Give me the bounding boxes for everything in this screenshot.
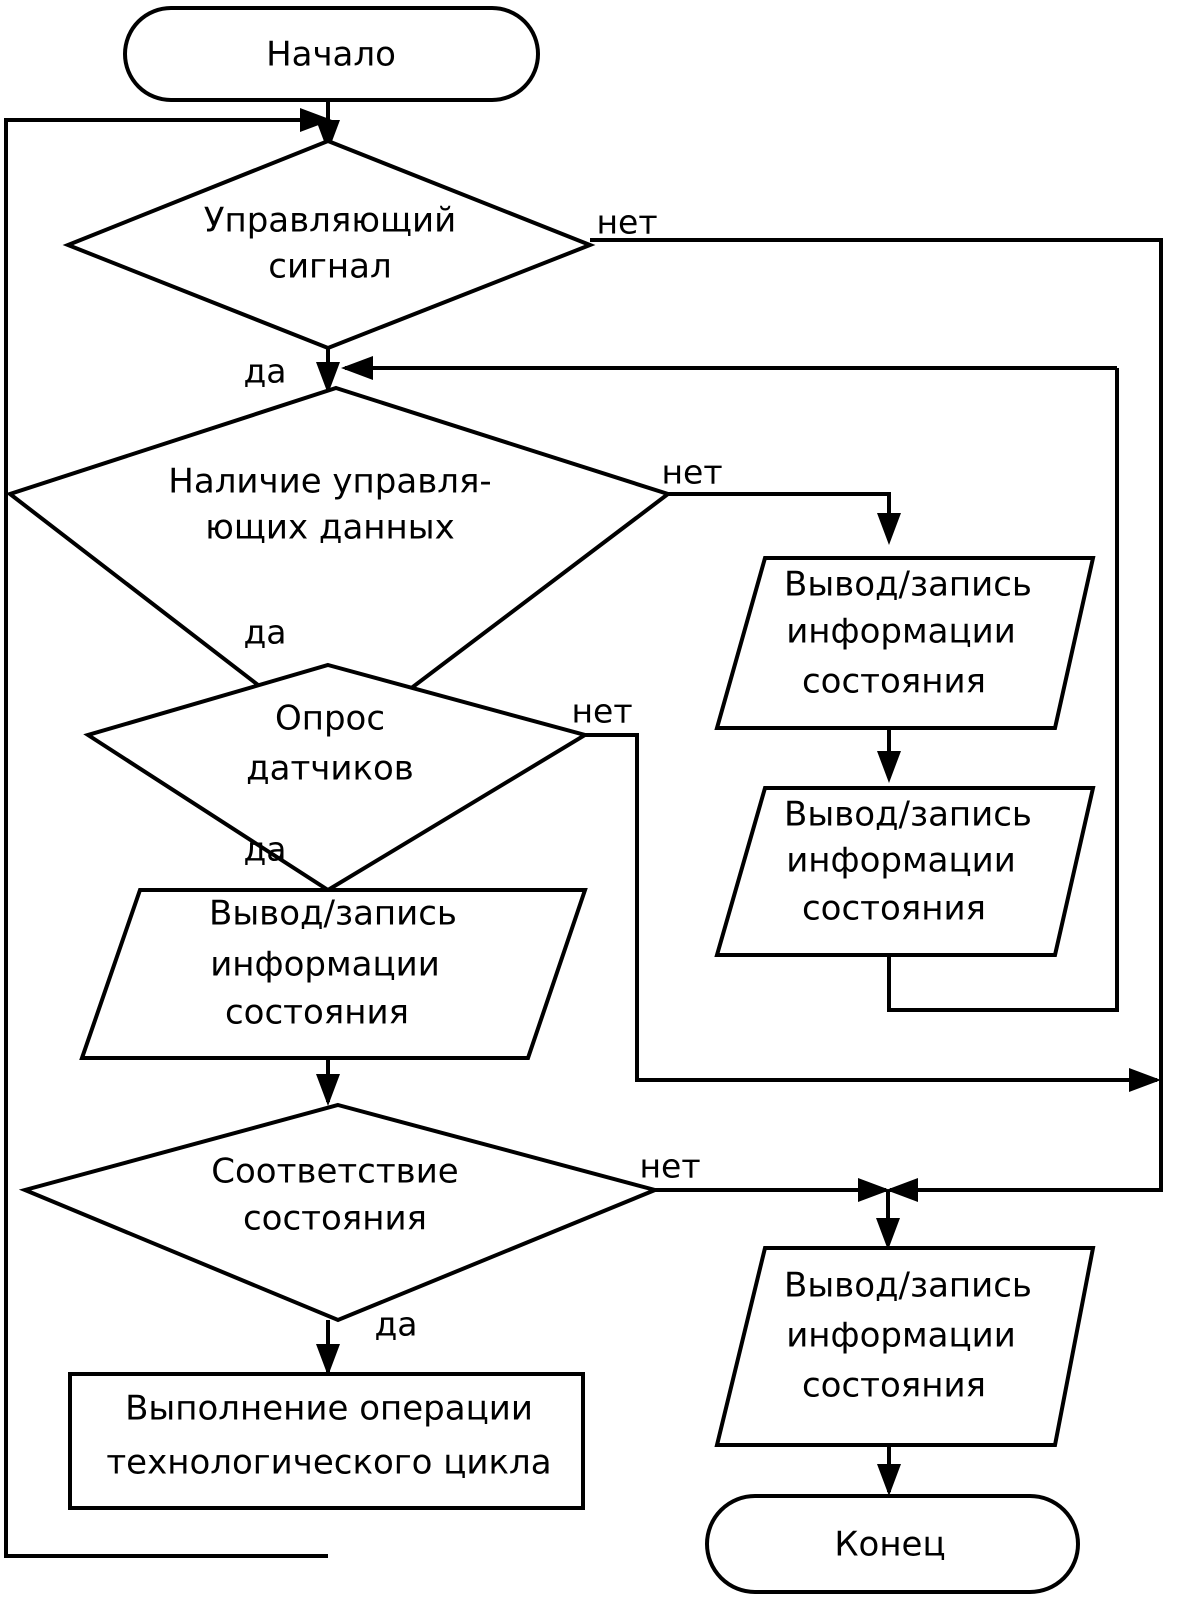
node-process-cycle[interactable]: Выполнение операции технологического цик… <box>68 1372 585 1510</box>
process-cycle-label-line1: Выполнение операции <box>125 1389 533 1429</box>
node-start[interactable]: Начало <box>123 6 540 102</box>
node-io-right-bottom[interactable]: Вывод/запись информации состояния <box>714 1246 1096 1447</box>
io-right-bottom-label-line1: Вывод/запись <box>784 1266 1032 1306</box>
control-data-label-line2: ющих данных <box>205 508 454 548</box>
node-io-right-mid[interactable]: Вывод/запись информации состояния <box>714 786 1096 957</box>
arrowhead-io-left-to-state-match <box>316 1074 340 1106</box>
io-right-top-parallelogram-shape <box>714 556 1096 730</box>
io-right-mid-label-line3: состояния <box>802 889 986 929</box>
arrowhead-junction-to-io-right-bottom <box>876 1218 900 1250</box>
edge-poll-sensors-no <box>585 733 1157 1082</box>
edge-label-control-signal-yes: да <box>243 352 286 391</box>
arrowhead-io-right-top-to-mid <box>877 751 901 783</box>
edge-io-right-mid-loop <box>887 368 1119 1012</box>
io-right-bottom-parallelogram-shape <box>714 1246 1096 1447</box>
arrowhead-loop-back <box>300 108 332 132</box>
arrowhead-io-right-bottom-to-end <box>877 1464 901 1496</box>
node-io-right-top[interactable]: Вывод/запись информации состояния <box>714 556 1096 730</box>
arrowhead-poll-sensors-no <box>1129 1068 1161 1092</box>
arrowhead-start-to-control-signal <box>316 120 340 152</box>
edge-label-state-match-no: нет <box>639 1147 700 1186</box>
io-right-top-label-line1: Вывод/запись <box>784 565 1032 605</box>
io-right-bottom-label-line3: состояния <box>802 1366 986 1406</box>
control-data-label-line1: Наличие управля- <box>168 462 491 502</box>
io-left-label-line1: Вывод/запись <box>209 894 457 934</box>
end-terminator-shape <box>705 1494 1080 1594</box>
arrowhead-io-right-mid-return <box>341 356 373 380</box>
state-match-label-line1: Соответствие <box>211 1152 458 1192</box>
edge-control-data-no <box>668 492 891 540</box>
edge-label-control-data-yes: да <box>243 613 286 652</box>
node-state-match[interactable]: Соответствие состояния <box>18 1102 662 1323</box>
node-poll-sensors[interactable]: Опрос датчиков <box>83 662 591 893</box>
poll-sensors-label-line2: датчиков <box>246 749 414 789</box>
arrowhead-state-match-yes <box>316 1344 340 1376</box>
edge-label-state-match-yes: да <box>374 1305 417 1344</box>
edge-control-signal-no <box>590 238 1163 1192</box>
arrowhead-state-match-no <box>858 1178 890 1202</box>
state-match-label-line2: состояния <box>243 1199 427 1239</box>
edge-label-control-data-no: нет <box>661 453 722 492</box>
node-end[interactable]: Конец <box>705 1494 1080 1594</box>
end-label: Конец <box>834 1525 945 1565</box>
io-left-label-line2: информации <box>210 945 440 985</box>
io-right-mid-parallelogram-shape <box>714 786 1096 957</box>
io-right-mid-label-line2: информации <box>786 841 1016 881</box>
io-right-top-label-line3: состояния <box>802 662 986 702</box>
edge-label-control-signal-no: нет <box>596 203 657 242</box>
process-cycle-label-line2: технологического цикла <box>106 1443 551 1483</box>
node-control-signal[interactable]: Управляющий сигнал <box>62 138 596 351</box>
process-cycle-shape <box>68 1372 585 1510</box>
arrowhead-control-signal-yes <box>316 362 340 394</box>
arrowhead-control-data-no <box>877 513 901 545</box>
io-right-mid-label-line1: Вывод/запись <box>784 795 1032 835</box>
io-right-bottom-label-line2: информации <box>786 1316 1016 1356</box>
io-left-label-line3: состояния <box>225 993 409 1033</box>
edge-label-poll-sensors-no: нет <box>571 692 632 731</box>
arrowhead-control-signal-no <box>886 1178 918 1202</box>
state-match-decision-shape <box>18 1102 662 1323</box>
edge-loop-back-to-control-signal <box>4 118 328 1558</box>
io-left-parallelogram-shape <box>79 888 588 1060</box>
control-signal-decision-shape <box>62 138 596 351</box>
io-right-top-label-line2: информации <box>786 612 1016 652</box>
control-signal-label-line1: Управляющий <box>204 201 456 241</box>
node-io-left[interactable]: Вывод/запись информации состояния <box>79 888 588 1060</box>
edge-label-poll-sensors-yes: да <box>243 830 286 869</box>
start-label: Начало <box>266 35 396 75</box>
poll-sensors-label-line1: Опрос <box>275 699 385 739</box>
start-terminator-shape <box>123 6 540 102</box>
control-signal-label-line2: сигнал <box>268 247 391 287</box>
